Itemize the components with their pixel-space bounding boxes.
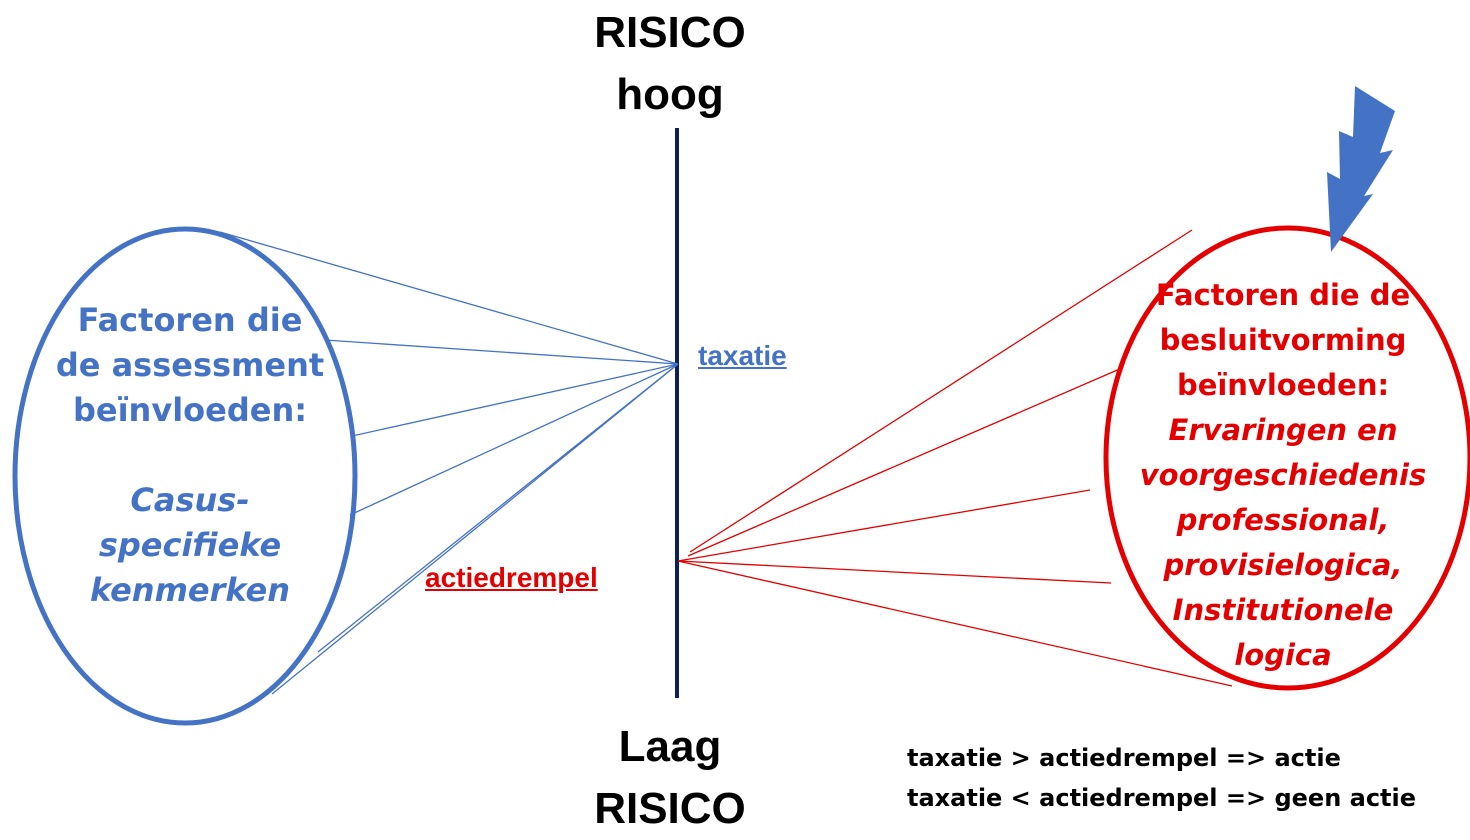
axis-top-line-2: hoog (616, 70, 724, 119)
lightning-bolt-icon (1327, 86, 1395, 252)
right-heading-line-2: besluitvorming (1159, 323, 1407, 357)
axis-top-label: RISICO hoog (540, 2, 800, 126)
right-connector-line (687, 367, 1123, 557)
axis-bottom-label: Laag RISICO (540, 716, 800, 840)
axis-top-line-1: RISICO (594, 8, 746, 57)
left-italic-line-1: Casus- (130, 481, 250, 519)
left-italic-line-2: specifieke (98, 526, 282, 564)
right-italic-line-3: professional, (1176, 503, 1390, 537)
right-ellipse-text: Factoren die de besluitvorming beïnvloed… (1110, 273, 1456, 678)
left-connector-line (349, 363, 679, 516)
left-connector-line (324, 339, 679, 365)
right-factors-ellipse (1103, 225, 1470, 691)
left-ellipse-text: Factoren die de assessment beïnvloeden: … (40, 298, 340, 613)
right-connector-lines (677, 229, 1233, 687)
right-italic-line-4: provisielogica, (1163, 548, 1403, 582)
left-heading-line-1: Factoren die (77, 301, 303, 339)
left-connector-line (351, 363, 679, 437)
axis-bottom-line-2: RISICO (594, 784, 746, 833)
left-connector-line (219, 231, 679, 365)
right-italic-line-6: logica (1234, 638, 1332, 672)
axis-bottom-line-1: Laag (618, 722, 722, 771)
right-italic-line-1: Ervaringen en (1168, 413, 1398, 447)
left-italic-line-3: kenmerken (89, 571, 291, 609)
left-connector-lines (219, 231, 679, 695)
right-heading-line-1: Factoren die de (1155, 278, 1411, 312)
right-italic-line-2: voorgeschiedenis (1139, 458, 1427, 492)
decision-rules: taxatie > actiedrempel => actie taxatie … (907, 738, 1416, 818)
rule-line-1: taxatie > actiedrempel => actie (907, 744, 1341, 772)
right-italic-line-5: Institutionele (1172, 593, 1394, 627)
actiedrempel-marker-label: actiedrempel (425, 562, 598, 593)
taxatie-marker-label: taxatie (698, 340, 787, 371)
right-connector-line (677, 560, 1112, 584)
right-connector-line (677, 489, 1091, 562)
left-connector-line (271, 363, 679, 695)
right-connector-line (677, 560, 1233, 687)
right-heading-line-3: beïnvloeden: (1176, 368, 1390, 402)
right-connector-line (689, 229, 1193, 553)
rule-line-2: taxatie < actiedrempel => geen actie (907, 784, 1417, 812)
left-heading-line-2: de assessment (55, 346, 325, 384)
left-heading-line-3: beïnvloeden: (72, 391, 308, 429)
left-factors-ellipse (12, 226, 358, 726)
